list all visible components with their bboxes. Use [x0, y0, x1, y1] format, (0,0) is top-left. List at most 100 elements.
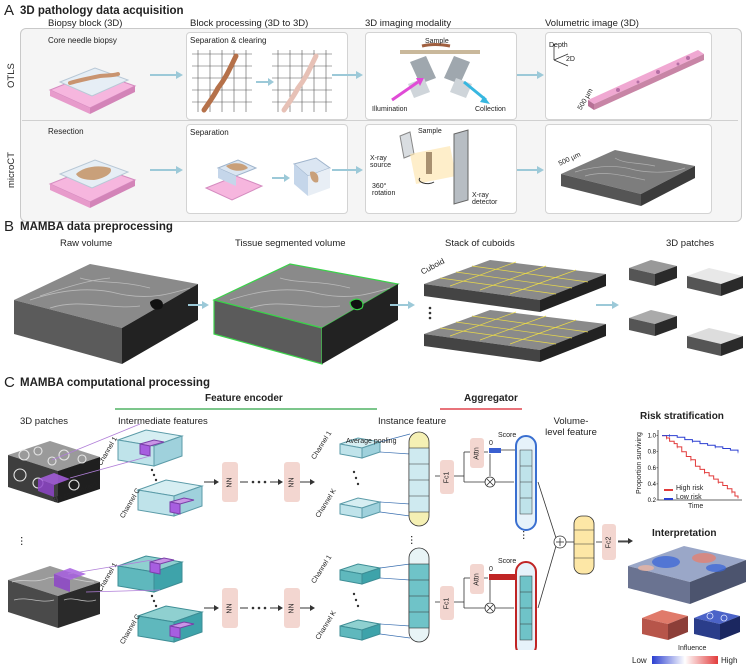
section-b-letter: B [4, 218, 15, 235]
km-series-low-risk [662, 435, 739, 452]
otls-depth-label: Depth [549, 42, 568, 49]
step-cuboids-label: Stack of cuboids [445, 238, 515, 249]
microct-processing-label: Separation [190, 128, 229, 137]
attn-bottom: Attn [470, 564, 484, 594]
raw-volume-image [14, 264, 198, 364]
instance-vertical-dots: ... [408, 534, 423, 546]
km-legend-high: High risk [676, 485, 704, 492]
3d-patches-image [629, 260, 743, 356]
km-ylabel: Proportion surviving [636, 432, 643, 494]
patch-top-image [8, 441, 100, 503]
otls-sample-label: Sample [425, 38, 449, 45]
nn-block-bottom-2: NN [284, 588, 300, 628]
section-c-letter: C [4, 374, 15, 391]
segmented-volume-image [212, 263, 400, 365]
section-a-title: 3D pathology data acquisition [20, 5, 184, 17]
fc1-top: Fc1 [440, 460, 454, 494]
volume-level-label: Volume-level feature [545, 416, 597, 438]
row-divider [22, 120, 738, 121]
otls-imaging-cell [365, 32, 517, 120]
avgpool-label: Average pooling [346, 438, 397, 445]
nn-block-top-2: NN [284, 462, 300, 502]
otls-2d-label: 2D [566, 56, 575, 63]
feature-encoder-title: Feature encoder [205, 393, 283, 404]
fc2-label: Fc2 [605, 536, 613, 548]
score-top-label: Score [498, 432, 517, 439]
influence-low: Low [632, 656, 647, 665]
score-bottom-label: Score [498, 558, 517, 565]
microct-source-label: X-ray source [370, 155, 392, 169]
influence-label: Influence [678, 645, 707, 652]
km-ytick-4: 1.0 [648, 434, 657, 440]
section-c-title: MAMBA computational processing [20, 377, 210, 389]
patch-bottom-image [8, 566, 100, 628]
otls-volume-icon [553, 44, 704, 110]
km-ytick-2: 0.6 [648, 466, 657, 472]
attn-top: Attn [470, 438, 484, 468]
col-biopsy-label: Biopsy block (3D) [48, 18, 123, 29]
influence-colorbar [652, 656, 718, 664]
otls-volume-cell [545, 32, 712, 120]
microct-scanner-icon [399, 129, 469, 205]
step-raw-label: Raw volume [60, 238, 113, 249]
microct-biopsy-label: Resection [48, 127, 84, 136]
interpretation-volume-image [628, 546, 746, 604]
a-arrows [150, 71, 544, 174]
km-legend-low-swatch [664, 498, 673, 500]
km-legend-low: Low risk [676, 494, 702, 501]
score-top-min: 0 [489, 440, 493, 447]
microct-detector-label: X-ray detector [472, 192, 498, 206]
risk-title: Risk stratification [640, 411, 724, 422]
intermediate-label: Intermediate features [118, 416, 208, 427]
col-imaging-label: 3D imaging modality [365, 18, 452, 29]
step-segmented-label: Tissue segmented volume [235, 238, 346, 249]
resection-block-icon [48, 159, 137, 208]
nn-block-top-1: NN [222, 462, 238, 502]
intermediate-channels [116, 429, 204, 643]
interpretation-patch-high [642, 610, 688, 640]
pooling-channels [339, 433, 411, 641]
otls-microscope-icon [391, 43, 490, 104]
col-volumetric-label: Volumetric image (3D) [545, 18, 639, 29]
otls-processing-label: Separation & clearing [190, 36, 267, 45]
c-patches-label: 3D patches [20, 416, 69, 427]
step-patches-label: 3D patches [666, 238, 715, 249]
microct-volume-icon [561, 150, 695, 206]
score-bottom-min: 0 [489, 566, 493, 573]
stack-of-cuboids-image [424, 260, 606, 362]
nn-bottom-2-label: NN [288, 602, 296, 614]
km-ytick-3: 0.8 [648, 450, 657, 456]
instance-feature-label: Instance feature [378, 416, 447, 427]
encoder-underline [115, 408, 377, 410]
projection-lines [51, 423, 161, 593]
separation-icon [204, 157, 332, 201]
interpretation-title: Interpretation [652, 528, 717, 539]
col-processing-label: Block processing (3D to 3D) [190, 18, 309, 29]
km-legend-high-swatch [664, 489, 673, 491]
km-xlabel: Time [688, 503, 704, 510]
otls-biopsy-label: Core needle biopsy [48, 36, 117, 45]
b-arrows [188, 301, 619, 309]
aggregator-vertical-dots: ... [520, 529, 535, 541]
km-ytick-1: 0.4 [648, 482, 657, 488]
aggregator-title: Aggregator [464, 393, 518, 404]
nn-top-2-label: NN [288, 476, 296, 488]
core-needle-block-icon [48, 67, 137, 114]
microct-rotation-label: 360° rotation [372, 183, 396, 197]
otls-collection-label: Collection [475, 106, 506, 113]
nn-top-1-label: NN [226, 476, 234, 488]
instance-feature-columns [408, 431, 430, 643]
km-ytick-0: 0.2 [648, 498, 657, 504]
output-arrow [618, 538, 633, 544]
interpretation-patch-low [694, 610, 740, 640]
aggregator-underline [440, 408, 522, 410]
section-a-letter: A [4, 2, 15, 19]
otls-illumination-label: Illumination [372, 106, 408, 113]
aggregator-graph [435, 435, 628, 650]
fc2-block: Fc2 [602, 524, 616, 560]
km-series-high-risk [662, 435, 739, 499]
fc1-bottom: Fc1 [440, 586, 454, 620]
microct-sample-label: Sample [418, 128, 442, 135]
clearing-grids-icon [192, 50, 332, 113]
nn-bottom-1-label: NN [226, 602, 234, 614]
